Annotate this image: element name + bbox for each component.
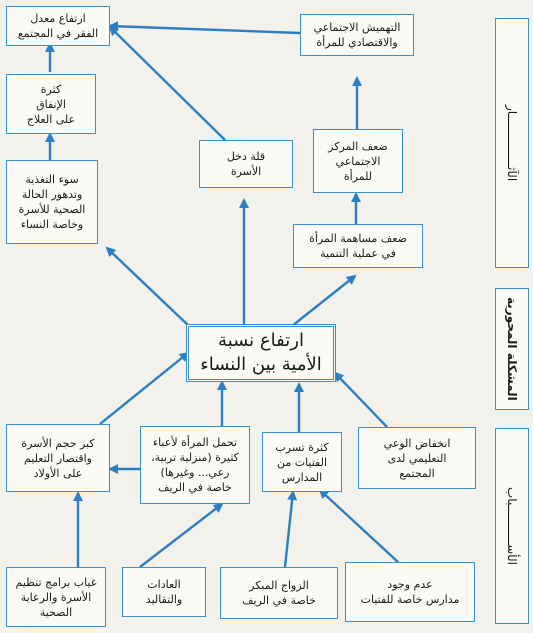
arrow-marginalization-to-poverty [108, 21, 301, 35]
arrow-center-to-malnutrition [105, 246, 191, 328]
cause-customs-text: العادات والتقاليد [145, 578, 183, 606]
arrow-schools-to-dropout [318, 488, 399, 563]
arrow-marriage-to-dropout [283, 490, 298, 568]
core-problem-box: ارتفاع نسبة الأمية بين النساء [186, 324, 336, 382]
cause-early-marriage-text: الزواج المبكر خاصة في الريف [242, 579, 316, 607]
effect-poverty-rise-text: ارتفاع معدل الفقر في المجتمع [17, 12, 99, 40]
side-label-causes: الأســـــــــــباب [495, 428, 529, 624]
effect-weak-status-text: ضعف المركز الاجتماعي للمرأة [328, 139, 388, 183]
effect-treatment-costs-text: كثرة الإنفاق على العلاج [26, 82, 76, 126]
arrow-low-income-to-poverty [108, 25, 226, 141]
effect-malnutrition: سوء التغذية وتدهور الحالة الصحية للأسرة … [6, 160, 98, 244]
arrow-awareness-to-center [333, 371, 388, 428]
cause-girls-dropout-text: كثرة تسرب الفتيات من المدارس [275, 440, 329, 484]
effect-poverty-rise: ارتفاع معدل الفقر في المجتمع [6, 6, 110, 46]
cause-woman-burdens-text: تحمل المرأة لأعباء كثيرة (منزلية تربية، … [151, 436, 239, 494]
cause-customs: العادات والتقاليد [122, 567, 206, 617]
arrow-large-family-to-center [99, 351, 190, 425]
cause-girls-dropout: كثرة تسرب الفتيات من المدارس [262, 432, 342, 492]
effect-malnutrition-text: سوء التغذية وتدهور الحالة الصحية للأسرة … [18, 173, 86, 231]
arrow-center-to-weak-participation [291, 274, 357, 327]
effect-low-income: قلة دخل الأسرة [199, 140, 293, 188]
effect-weak-participation-text: ضعف مساهمة المرأة في عملية التنمية [309, 232, 407, 260]
side-label-effects: الآثـــــــــــــــار [495, 18, 529, 268]
cause-no-family-planning-text: غياب برامج تنظيم الأسرة والرعاية الصحية [15, 575, 97, 619]
cause-no-girls-schools: عدم وجود مدارس خاصة للفتيات [345, 562, 475, 622]
side-label-effects-text: الآثـــــــــــــــار [505, 104, 519, 182]
cause-woman-burdens: تحمل المرأة لأعباء كثيرة (منزلية تربية، … [140, 426, 250, 504]
cause-early-marriage: الزواج المبكر خاصة في الريف [220, 567, 338, 619]
side-label-core-problem-text: المشكلة المحورية [505, 297, 519, 401]
effect-weak-status: ضعف المركز الاجتماعي للمرأة [313, 129, 403, 193]
effect-weak-participation: ضعف مساهمة المرأة في عملية التنمية [293, 224, 423, 268]
arrow-customs-to-woman [139, 502, 224, 568]
cause-large-family-text: كبر حجم الأسرة واقتصار التعليم على الأول… [21, 436, 95, 480]
effect-treatment-costs: كثرة الإنفاق على العلاج [6, 74, 96, 134]
cause-low-awareness-text: انخفاض الوعي التعليمي لدى المجتمع [383, 436, 451, 480]
side-label-core-problem: المشكلة المحورية [495, 288, 529, 410]
core-problem-text: ارتفاع نسبة الأمية بين النساء [200, 330, 322, 375]
cause-no-girls-schools-text: عدم وجود مدارس خاصة للفتيات [360, 578, 460, 606]
cause-low-awareness: انخفاض الوعي التعليمي لدى المجتمع [358, 427, 476, 489]
effect-low-income-text: قلة دخل الأسرة [226, 150, 266, 178]
effect-marginalization-text: التهميش الاجتماعي والاقتصادي للمرأة [313, 21, 401, 49]
cause-no-family-planning: غياب برامج تنظيم الأسرة والرعاية الصحية [6, 567, 106, 627]
effect-marginalization: التهميش الاجتماعي والاقتصادي للمرأة [300, 14, 414, 56]
cause-large-family: كبر حجم الأسرة واقتصار التعليم على الأول… [6, 424, 110, 492]
side-label-causes-text: الأســـــــــــباب [505, 487, 519, 565]
